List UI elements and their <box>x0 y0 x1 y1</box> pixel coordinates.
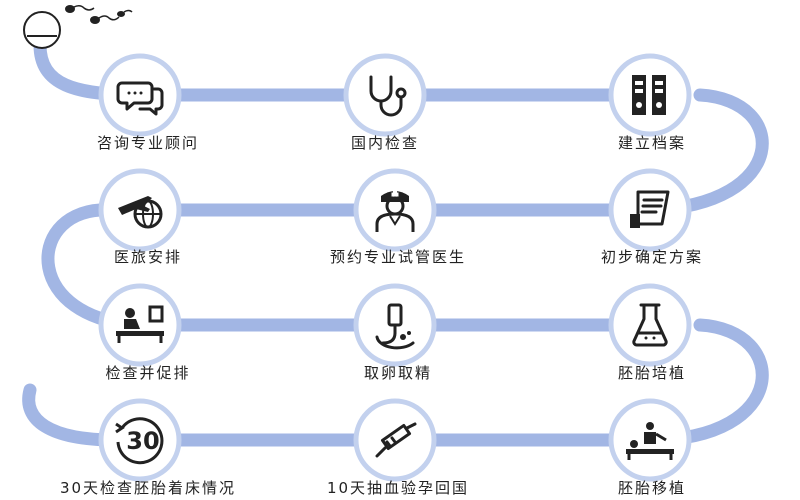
step-12-node: 30 <box>98 398 182 482</box>
step-9-node <box>608 283 692 367</box>
step-6-node <box>98 168 182 252</box>
step-label: 胚胎培植 <box>617 364 686 382</box>
step-10-node <box>608 398 692 482</box>
syringe-icon <box>375 422 417 458</box>
sperm-decoration-icon <box>23 4 133 49</box>
step-8-node <box>353 283 437 367</box>
step-1-node <box>98 53 182 137</box>
step-2-node <box>343 53 427 137</box>
flask-icon <box>632 303 668 347</box>
thirty-days-icon: 30 <box>115 417 164 465</box>
step-4-node <box>608 168 692 252</box>
stethoscope-icon <box>369 75 407 117</box>
binders-icon <box>632 75 666 115</box>
step-5-node <box>353 168 437 252</box>
step-7-node <box>98 283 182 367</box>
chat-bubbles-icon <box>116 81 164 116</box>
step-label: 检查并促排 <box>105 364 191 382</box>
iv-drip-icon <box>375 303 415 350</box>
step-label: 咨询专业顾问 <box>96 134 199 152</box>
thirty-days-text: 30 <box>126 427 159 455</box>
step-label: 10天抽血验孕回国 <box>326 479 470 497</box>
step-label: 取卵取精 <box>363 364 432 382</box>
step-label: 初步确定方案 <box>600 248 703 266</box>
doctor-icon <box>375 191 415 232</box>
step-label: 医旅安排 <box>113 248 182 266</box>
step-label: 胚胎移植 <box>617 479 686 497</box>
patient-bed-icon <box>116 305 164 343</box>
step-11-node <box>353 398 437 482</box>
transfer-bed-icon <box>626 422 674 460</box>
step-label: 国内检查 <box>350 134 419 152</box>
document-hand-icon <box>630 190 670 228</box>
step-3-node <box>608 53 692 137</box>
step-label: 30天检查胚胎着床情况 <box>59 479 237 497</box>
airplane-globe-icon <box>118 196 163 229</box>
step-label: 建立档案 <box>617 134 686 152</box>
step-label: 预约专业试管医生 <box>329 248 466 266</box>
